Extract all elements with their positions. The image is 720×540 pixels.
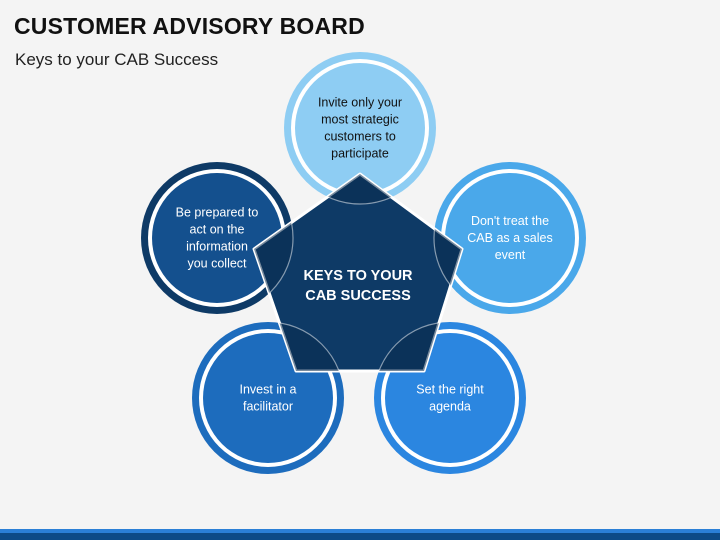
key-text-line: Invite only your (318, 96, 402, 110)
key-text-3: Set the right agenda (416, 383, 484, 414)
center-label: KEYS TO YOUR CAB SUCCESS (303, 268, 413, 304)
key-text-5: Be prepared to act on the information you c… (176, 206, 259, 271)
key-text-line: CAB as a sales (467, 231, 552, 245)
text-layer: Invite only your most strategic customers … (176, 96, 553, 414)
key-text-line: Invest in a (240, 383, 297, 397)
key-circle-1 (284, 52, 436, 204)
key-text-line: most strategic (321, 113, 399, 127)
overlap-lens-2 (433, 174, 462, 315)
circle-fill (445, 173, 575, 303)
key-text-line: Don't treat the (471, 214, 549, 228)
footer-bar-dark (0, 533, 720, 540)
circle-fill (152, 173, 282, 303)
key-text-line: event (495, 248, 526, 262)
page-title: CUSTOMER ADVISORY BOARD (14, 13, 365, 39)
center-label-line: KEYS TO YOUR (303, 268, 413, 284)
key-text-1: Invite only your most strategic customers … (318, 96, 402, 161)
key-text-line: Set the right (416, 383, 484, 397)
key-text-line: information (186, 240, 248, 254)
circles-layer (141, 52, 586, 474)
footer-bar-light (0, 529, 720, 533)
page-subtitle: Keys to your CAB Success (15, 50, 219, 69)
key-text-line: facilitator (243, 400, 293, 414)
key-text-line: Be prepared to (176, 206, 259, 220)
overlap-lens-1 (283, 174, 437, 205)
key-text-line: customers to (324, 130, 396, 144)
center-label-line: CAB SUCCESS (305, 288, 411, 304)
key-text-line: participate (331, 147, 389, 161)
key-circle-2 (434, 162, 586, 314)
key-text-line: you collect (187, 257, 247, 271)
key-text-4: Invest in a facilitator (240, 383, 297, 414)
circle-fill (295, 63, 425, 193)
key-text-line: agenda (429, 400, 471, 414)
key-text-line: act on the (190, 223, 245, 237)
key-circle-5 (141, 162, 293, 314)
